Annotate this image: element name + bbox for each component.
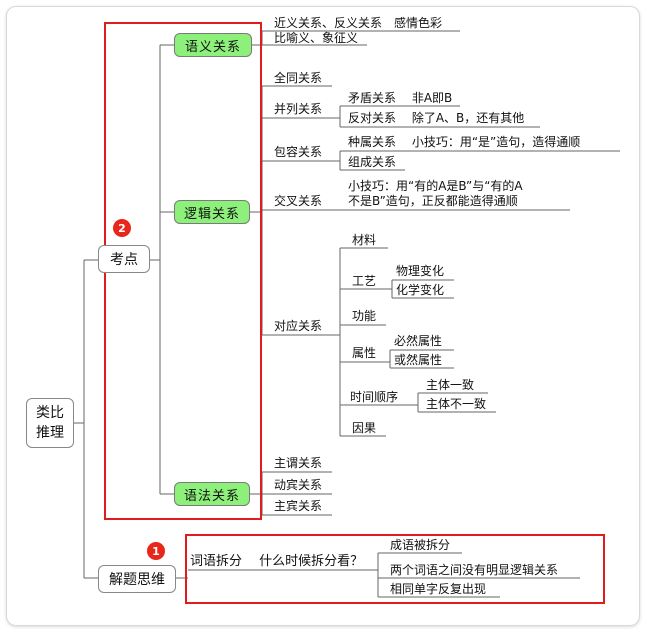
diagram-frame [6, 6, 640, 626]
chaifen-label: 词语拆分 什么时候拆分看？ [190, 554, 364, 569]
jiaocha-tip-2: 不是B”造句，正反都能造得通顺 [348, 194, 518, 208]
root-line2: 推理 [36, 425, 64, 441]
biran-label: 必然属性 [394, 334, 443, 348]
badge-2: 2 [113, 219, 131, 237]
yuyi-node[interactable]: 语义关系 [174, 33, 252, 57]
shijian-label: 时间顺序 [350, 390, 399, 404]
zucheng-label: 组成关系 [348, 155, 397, 169]
quantong-label: 全同关系 [274, 71, 323, 85]
jieti-item-1: 成语被拆分 [390, 538, 451, 552]
wuli-label: 物理变化 [396, 264, 445, 278]
yufa-item-1: 主谓关系 [274, 456, 323, 470]
zhuti-yizhi-label: 主体一致 [426, 378, 475, 392]
root-node[interactable]: 类比 推理 [26, 398, 74, 448]
gongneng-label: 功能 [352, 309, 377, 323]
jieti-item-2: 两个词语之间没有明显逻辑关系 [390, 563, 559, 577]
yufa-node[interactable]: 语法关系 [174, 482, 250, 506]
yufa-item-3: 主宾关系 [274, 499, 323, 513]
baorong-label: 包容关系 [274, 145, 323, 159]
duiying-label: 对应关系 [274, 319, 323, 333]
jiaocha-label: 交叉关系 [274, 194, 323, 208]
maodun-label: 矛盾关系 非A即B [348, 91, 453, 105]
jieti-highlight-box [185, 534, 605, 604]
gongyi-label: 工艺 [352, 274, 377, 288]
jieti-item-3: 相同单字反复出现 [390, 582, 487, 596]
yuyi-item-1: 近义关系、反义关系 感情色彩 [274, 16, 443, 30]
cailiao-label: 材料 [352, 233, 377, 247]
shuxing-label: 属性 [352, 346, 377, 360]
yufa-item-2: 动宾关系 [274, 478, 323, 492]
luoji-node[interactable]: 逻辑关系 [174, 200, 250, 224]
binglie-label: 并列关系 [274, 102, 323, 116]
kaodian-node[interactable]: 考点 [98, 245, 150, 273]
zhongshu-label: 种属关系 小技巧：用“是”造句，造得通顺 [348, 135, 581, 149]
badge-1: 1 [147, 542, 165, 560]
huoran-label: 或然属性 [394, 353, 443, 367]
jieti-node[interactable]: 解题思维 [98, 565, 176, 593]
yuyi-item-2: 比喻义、象征义 [274, 31, 359, 45]
zhuti-buyizhi-label: 主体不一致 [426, 397, 487, 411]
root-line1: 类比 [36, 405, 64, 421]
jiaocha-tip-1: 小技巧：用“有的A是B”与“有的A [348, 179, 523, 193]
fandui-label: 反对关系 除了A、B，还有其他 [348, 111, 525, 125]
yinguo-label: 因果 [352, 421, 377, 435]
huaxue-label: 化学变化 [396, 283, 445, 297]
